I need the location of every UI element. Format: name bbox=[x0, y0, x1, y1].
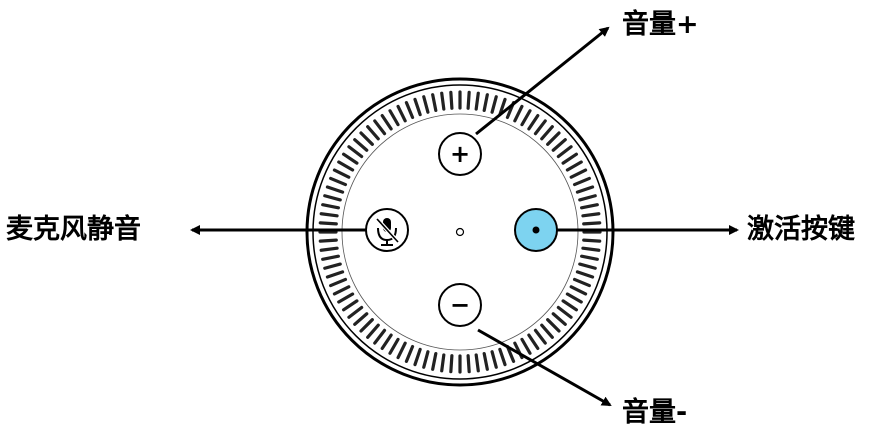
volume-up-button[interactable]: + bbox=[439, 133, 481, 175]
grille-slot bbox=[476, 355, 478, 371]
volume-down-button[interactable]: − bbox=[439, 284, 481, 326]
plus-icon: + bbox=[450, 140, 470, 168]
grille-slot bbox=[451, 92, 452, 108]
label-volume-down: 音量- bbox=[622, 398, 687, 428]
grille-slot bbox=[468, 356, 469, 372]
label-mic-mute: 麦克风静音 bbox=[6, 215, 141, 245]
grille-slot bbox=[451, 356, 452, 372]
grille-slot bbox=[321, 214, 337, 216]
action-dot-icon bbox=[533, 227, 540, 234]
mic-mute-button[interactable] bbox=[366, 209, 408, 251]
label-volume-up: 音量+ bbox=[622, 10, 699, 40]
grille-slot bbox=[583, 214, 599, 216]
action-button[interactable] bbox=[515, 209, 557, 251]
grille-slot bbox=[321, 248, 337, 250]
grille-slot bbox=[584, 240, 600, 241]
grille-slot bbox=[442, 355, 444, 371]
grille-slot bbox=[583, 248, 599, 250]
grille-slot bbox=[476, 93, 478, 109]
grille-slot bbox=[584, 223, 600, 224]
grille-slot bbox=[468, 92, 469, 108]
grille-slot bbox=[442, 93, 444, 109]
center-dot-icon bbox=[457, 229, 464, 236]
label-action: 激活按键 bbox=[747, 215, 855, 245]
minus-icon: − bbox=[450, 291, 470, 319]
grille-slot bbox=[320, 223, 336, 224]
grille-slot bbox=[320, 240, 336, 241]
